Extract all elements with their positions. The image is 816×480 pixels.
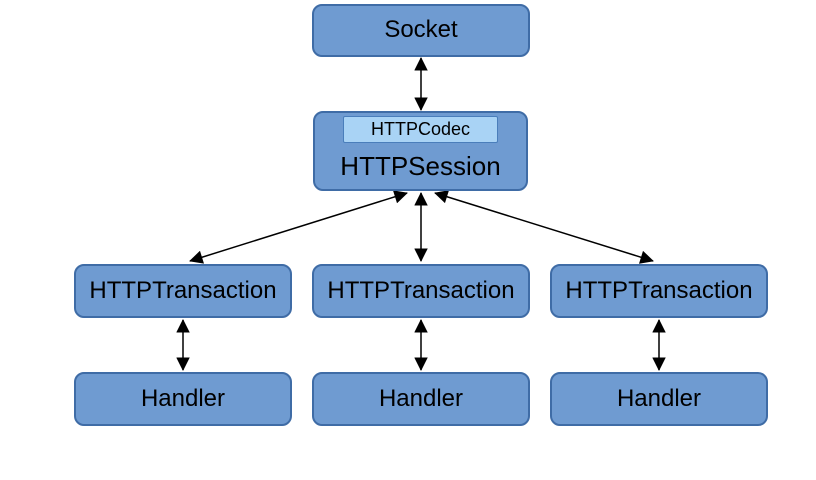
node-handler-3-label: Handler xyxy=(616,384,702,412)
node-httpsession: HTTPCodec HTTPSession xyxy=(313,111,528,191)
node-httpcodec-label: HTTPCodec xyxy=(370,119,471,139)
edge-session-transaction-1 xyxy=(189,190,408,264)
node-handler-1-label: Handler xyxy=(140,384,226,412)
node-handler-2: Handler xyxy=(312,372,530,426)
node-socket: Socket xyxy=(312,4,530,57)
node-socket-label: Socket xyxy=(384,16,458,44)
node-handler-1: Handler xyxy=(74,372,292,426)
node-httptransaction-3-label: HTTPTransaction xyxy=(565,276,753,304)
node-httptransaction-2: HTTPTransaction xyxy=(312,264,530,318)
node-httptransaction-2-label: HTTPTransaction xyxy=(327,276,515,304)
edge-session-transaction-3 xyxy=(434,190,654,264)
node-httptransaction-1: HTTPTransaction xyxy=(74,264,292,318)
node-httpcodec: HTTPCodec xyxy=(343,116,498,143)
node-httptransaction-3: HTTPTransaction xyxy=(550,264,768,318)
node-httpsession-label: HTTPSession xyxy=(340,150,501,181)
node-handler-2-label: Handler xyxy=(378,384,464,412)
node-httptransaction-1-label: HTTPTransaction xyxy=(89,276,277,304)
node-handler-3: Handler xyxy=(550,372,768,426)
